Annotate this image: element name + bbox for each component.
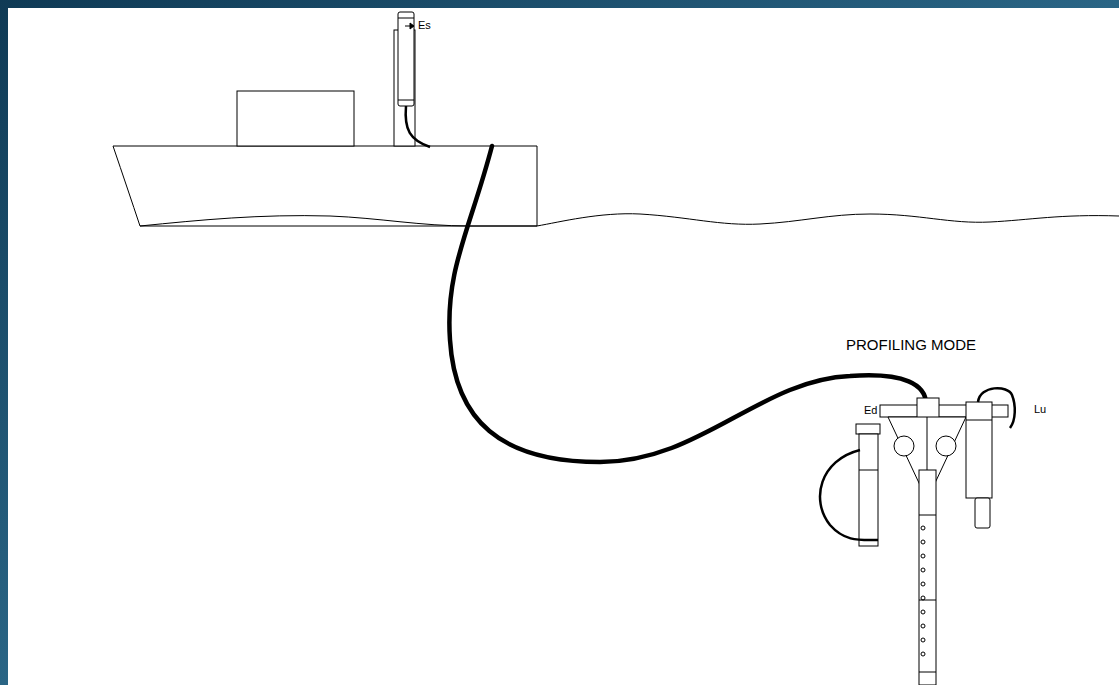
ed-cable (820, 450, 878, 540)
lu-joint (966, 420, 992, 421)
tube-dot (921, 582, 925, 586)
sensor-base (398, 100, 414, 101)
lu-head (975, 498, 990, 528)
tube-marks (919, 515, 936, 672)
tube-dot (921, 624, 925, 628)
tube-band (919, 600, 936, 601)
es-cable (406, 106, 430, 147)
irradiance-label: Es (418, 20, 431, 31)
ship-cabin (237, 91, 354, 146)
ed-sensor (859, 434, 878, 546)
frame-hole (936, 436, 956, 456)
lu-sensor (966, 402, 992, 498)
tube-dot (921, 652, 925, 656)
es-arrow-head (410, 23, 414, 29)
tube-dot (921, 610, 925, 614)
ed-joint (859, 470, 878, 471)
radiance-label: Lu (1034, 404, 1046, 415)
tube-dot (921, 540, 925, 544)
tube-dot (921, 596, 925, 600)
tube-band (919, 672, 936, 673)
frame-hole (894, 436, 914, 456)
tube-dot (921, 526, 925, 530)
sensor-cap (398, 18, 414, 19)
instrument-tube (919, 470, 936, 685)
tube-dot (921, 638, 925, 642)
ed-cap (856, 424, 880, 434)
tube-dot (921, 568, 925, 572)
mode-label: PROFILING MODE (846, 337, 976, 352)
irradiance-label: Ed (864, 405, 877, 416)
es-sensor (398, 12, 414, 106)
water-surface (140, 214, 1119, 226)
white-panel (8, 8, 1119, 685)
tube-dot (921, 554, 925, 558)
deployment-cable (449, 146, 926, 462)
lu-cable (978, 388, 1015, 428)
tube-band (919, 515, 936, 516)
